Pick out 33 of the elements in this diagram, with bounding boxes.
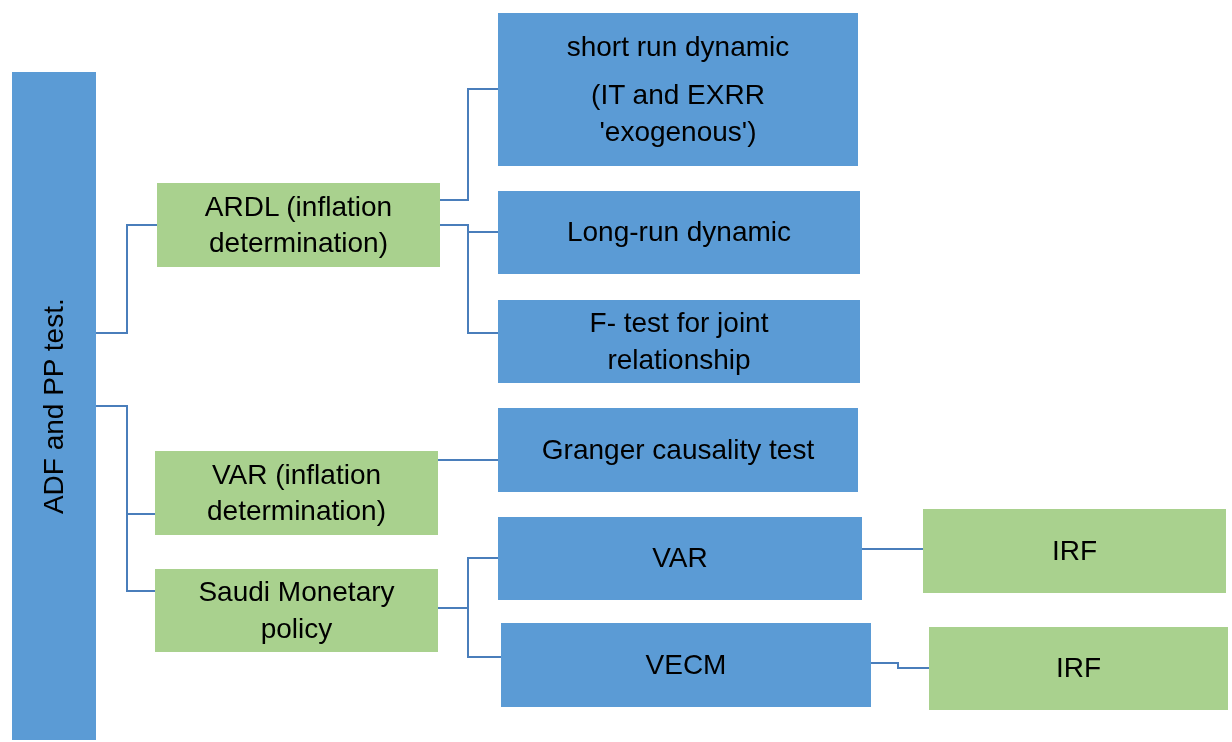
box-label: ARDL (inflation determination) [203,189,394,260]
connector-line [870,662,930,669]
result-box [498,13,858,166]
box-label: VAR [651,541,709,576]
method-box [155,451,438,535]
box-label: Long-run dynamic [565,215,793,250]
connector-line [95,224,158,334]
model-box [501,623,871,707]
box-label: F- test for joint relationship [588,306,770,377]
method-box [157,183,440,267]
box-label: Granger causality test [540,432,816,467]
result-box [929,627,1228,710]
model-box [498,517,862,600]
side-bar [12,72,96,740]
result-box [498,408,858,492]
result-box [498,300,860,383]
vertical-label: ADF and PP test. [36,297,70,516]
connector-line [437,607,502,658]
box-label: Saudi Monetary policy [197,575,396,646]
connector-line [439,224,499,334]
connector-line [439,88,499,201]
box-label: VECM [644,647,728,682]
box-label: IRF [1050,533,1099,568]
result-box [923,509,1226,593]
connector-line [437,459,499,461]
method-box [155,569,438,652]
result-box [498,191,860,274]
connector-line [861,548,924,550]
box-label: short run dynamic [565,29,791,64]
box-label: IRF [1054,651,1103,686]
connector-line [95,405,156,592]
box-note: (IT and EXRR 'exogenous') [590,78,766,149]
box-label: VAR (inflation determination) [206,457,387,528]
